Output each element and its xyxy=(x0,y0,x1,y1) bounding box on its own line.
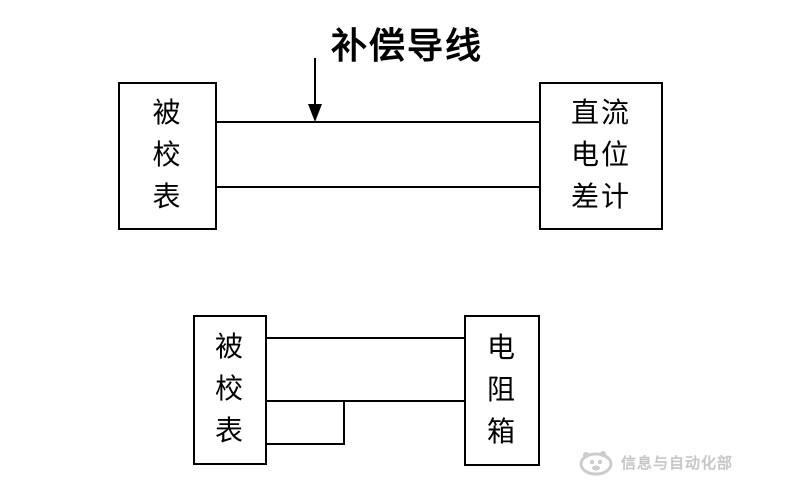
arrow-down-line xyxy=(314,58,316,106)
bottom-wire-top xyxy=(267,337,464,339)
box-char: 校 xyxy=(152,140,183,171)
bottom-wire-middle xyxy=(267,400,464,402)
watermark-text: 信息与自动化部 xyxy=(621,455,734,472)
box-char: 表 xyxy=(214,416,245,447)
box-row: 差计 xyxy=(570,182,631,213)
meter-under-test-box-top: 被 校 表 xyxy=(118,82,217,230)
logo-icon xyxy=(579,451,613,476)
bottom-wire-vertical-connector xyxy=(343,400,345,445)
box-row: 电位 xyxy=(570,140,631,171)
box-row: 直流 xyxy=(570,98,631,129)
box-char: 表 xyxy=(152,182,183,213)
box-char: 校 xyxy=(214,374,245,405)
compensation-wire-top xyxy=(217,121,539,123)
dc-potentiometer-box: 直流 电位 差计 xyxy=(539,82,663,230)
watermark: 信息与自动化部 xyxy=(576,449,733,476)
resistance-box: 电 阻 箱 xyxy=(464,315,540,466)
compensation-wire-bottom xyxy=(217,186,539,188)
box-char: 被 xyxy=(152,98,183,129)
compensation-wire-label: 补偿导线 xyxy=(331,25,484,66)
box-char: 箱 xyxy=(486,416,517,448)
box-char: 电 xyxy=(486,332,517,364)
meter-under-test-box-bottom: 被 校 表 xyxy=(193,315,267,465)
arrow-down-icon xyxy=(308,104,322,122)
bottom-wire-short xyxy=(267,443,345,445)
box-char: 被 xyxy=(214,332,245,363)
box-char: 阻 xyxy=(486,374,517,406)
